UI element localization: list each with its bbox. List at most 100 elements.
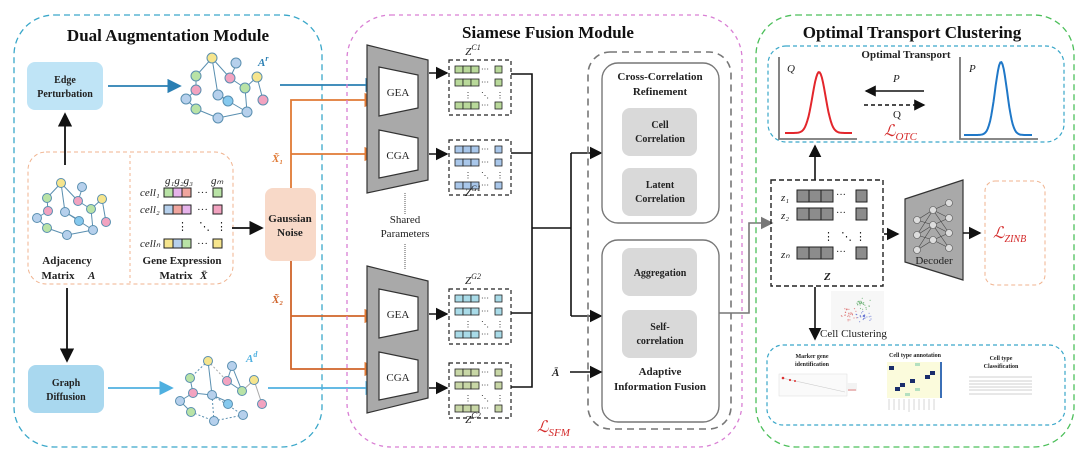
- zinb-loss: ℒZINB: [993, 225, 1026, 245]
- edge-perturbation-box[interactable]: [27, 62, 103, 110]
- self-correlation-1: Self-: [650, 322, 669, 333]
- scatter-point: [869, 299, 871, 301]
- encoder-to-z-arrows: [429, 66, 449, 395]
- scatter-point: [848, 308, 850, 310]
- a-bar-label: Ā: [551, 367, 559, 379]
- scatter-point: [857, 301, 859, 303]
- shared-params-2: Parameters: [381, 228, 430, 240]
- merge-lines: [511, 73, 603, 388]
- sfm-loss: ℒSFM: [537, 419, 571, 439]
- scatter-point: [847, 315, 849, 317]
- fusion-container: [587, 51, 732, 430]
- svg-text:···: ···: [836, 208, 846, 219]
- scatter-point: [862, 318, 864, 321]
- q-axes: [778, 57, 857, 140]
- dam-border: [13, 14, 323, 448]
- encoder-gea-2: GEA: [387, 309, 410, 321]
- scatter-point: [864, 317, 866, 319]
- latent-correlation-box[interactable]: [622, 168, 697, 216]
- scatter-point: [863, 314, 865, 316]
- task-classification-1: Cell type: [990, 356, 1013, 362]
- scatter-point: [870, 318, 872, 320]
- z-matrices: ·········⋮⋱⋮·········⋮⋱⋮·········⋮⋱⋮····…: [448, 59, 512, 419]
- scatter-point: [848, 313, 850, 315]
- scatter-point: [868, 316, 870, 318]
- aggregation-label: Aggregation: [634, 268, 687, 279]
- svg-text:···: ···: [481, 181, 489, 190]
- graph-diffusion-label-2: Diffusion: [46, 392, 86, 403]
- z-c2-label: ZC2: [465, 411, 480, 426]
- graph-ar-label: Ar: [257, 54, 269, 69]
- encoder-cga-1: CGA: [386, 150, 409, 162]
- decoder-icon: [904, 179, 964, 281]
- gene-expression-matrix-icon: g₁g₂g₃ gₘ cell₁ cell₂ cellₙ ··· ··· ··· …: [140, 175, 227, 250]
- tasks-box: [766, 344, 1066, 426]
- q-axis-label: Q: [787, 63, 795, 75]
- input-box: [27, 151, 234, 285]
- task-marker-1: Marker gene: [795, 354, 828, 360]
- aggregation-box[interactable]: [622, 248, 697, 296]
- svg-text:⋱: ⋱: [841, 231, 852, 243]
- gaussian-noise-box[interactable]: [265, 188, 316, 261]
- scatter-point: [862, 303, 864, 305]
- cell-clustering-label: Cell Clustering: [820, 328, 887, 340]
- task-marker-2: identification: [795, 362, 830, 368]
- gaussian-label-1: Gaussian: [268, 213, 311, 225]
- decoder-label: Decoder: [915, 255, 953, 267]
- scatter-point: [849, 316, 851, 318]
- scatter-point: [859, 321, 861, 323]
- cell-correlation-box[interactable]: [622, 108, 697, 156]
- svg-text:···: ···: [481, 381, 489, 390]
- svg-text:⋮: ⋮: [216, 221, 227, 233]
- z-rows: ·········: [796, 189, 868, 260]
- svg-text:···: ···: [481, 294, 489, 303]
- encoder-cga-2: CGA: [386, 372, 409, 384]
- x2-label: X̃₂: [271, 293, 283, 306]
- z-g1-label: ZG1: [465, 184, 481, 199]
- z-row-cells: ···: [796, 207, 868, 221]
- cell-correlation-1: Cell: [651, 120, 668, 131]
- scatter-point: [847, 320, 849, 322]
- z-row-cells: ···: [796, 189, 868, 203]
- marker-gene-thumbnail: [778, 373, 857, 397]
- task-annotation: Cell type annotation: [889, 353, 942, 359]
- otc-loss: ℒOTC: [884, 123, 918, 143]
- svg-text:⋱: ⋱: [481, 171, 489, 180]
- latent-correlation-1: Latent: [646, 180, 675, 191]
- scatter-point: [859, 302, 861, 304]
- svg-text:⋱: ⋱: [481, 91, 489, 100]
- edge-perturbation-label-2: Perturbation: [37, 89, 93, 100]
- svg-text:···: ···: [481, 145, 489, 154]
- fusion-to-z-arrow: [719, 216, 774, 314]
- encoder-gea-1: GEA: [387, 87, 410, 99]
- scatter-point: [863, 318, 865, 320]
- scatter-point: [866, 316, 868, 318]
- scatter-point: [862, 310, 864, 313]
- graph-diffusion-box[interactable]: [28, 365, 104, 413]
- svg-text:···: ···: [481, 101, 489, 110]
- svg-text:···: ···: [481, 368, 489, 377]
- scatter-point: [859, 314, 861, 317]
- dam-title: Dual Augmentation Module: [67, 26, 270, 45]
- z-row-n: zₙ: [780, 249, 790, 261]
- z-label: Z: [823, 271, 831, 283]
- svg-text:⋮: ⋮: [496, 394, 504, 403]
- arrow-p-label: P: [892, 73, 900, 85]
- scatter-point: [845, 308, 848, 310]
- gene-expr-label-1: Gene Expression: [143, 255, 222, 267]
- scatter-point: [855, 310, 857, 312]
- scatter-point: [860, 316, 862, 318]
- scatter-point: [849, 319, 851, 321]
- svg-text:···: ···: [197, 238, 208, 250]
- scatter-point: [864, 304, 866, 306]
- svg-text:⋮: ⋮: [177, 221, 188, 233]
- self-correlation-box[interactable]: [622, 310, 697, 358]
- scatter-point: [865, 308, 867, 310]
- svg-text:···: ···: [481, 65, 489, 74]
- scatter-point: [853, 308, 856, 310]
- ccr-title-1: Cross-Correlation: [617, 71, 702, 83]
- scatter-point: [855, 317, 858, 319]
- svg-text:⋱: ⋱: [481, 394, 489, 403]
- cell-correlation-2: Correlation: [635, 134, 685, 145]
- ot-title: Optimal Transport: [861, 49, 950, 61]
